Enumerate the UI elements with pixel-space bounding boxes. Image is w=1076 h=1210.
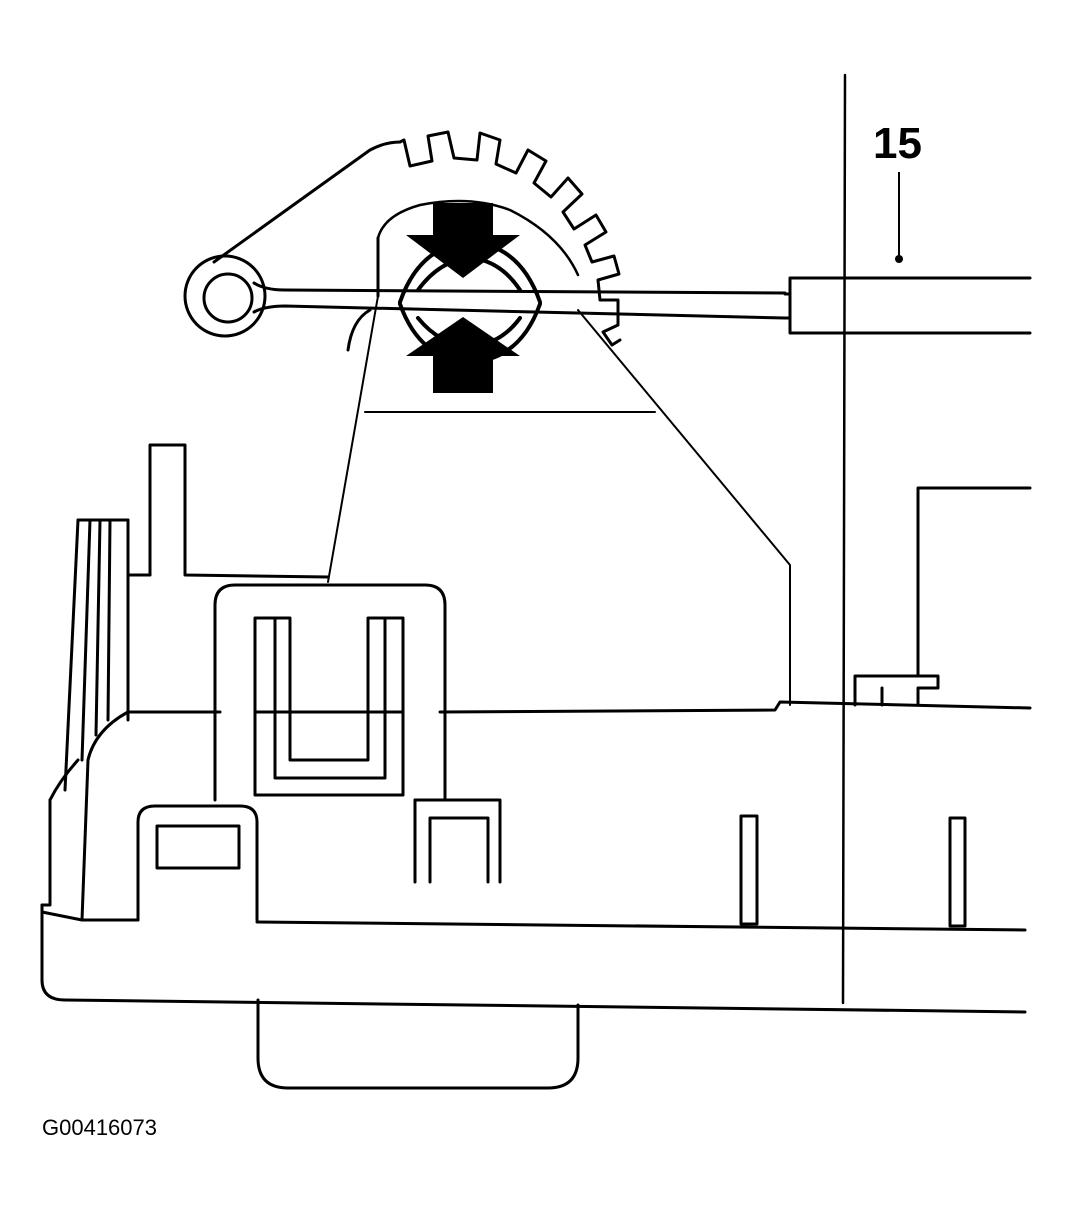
left-bracket <box>63 443 330 792</box>
compress-arrow-up-icon <box>406 317 520 393</box>
figure-id: G00416073 <box>42 1115 157 1140</box>
lever-arm <box>183 140 787 338</box>
u-connector <box>213 583 447 802</box>
posts <box>739 814 967 928</box>
callout-15: 15 <box>873 119 922 168</box>
base-plate <box>40 903 1027 1014</box>
callout-leader-15 <box>895 172 903 263</box>
bottom-connector <box>256 998 580 1090</box>
gear-sector <box>346 130 622 352</box>
upper-housing <box>40 700 1032 922</box>
centre-tab <box>413 798 502 884</box>
gear-housing <box>327 295 791 706</box>
lower-left-tab <box>136 804 259 922</box>
frame-line <box>841 73 847 1005</box>
right-upper-box <box>853 486 1032 707</box>
compress-arrow-down-icon <box>406 203 520 278</box>
